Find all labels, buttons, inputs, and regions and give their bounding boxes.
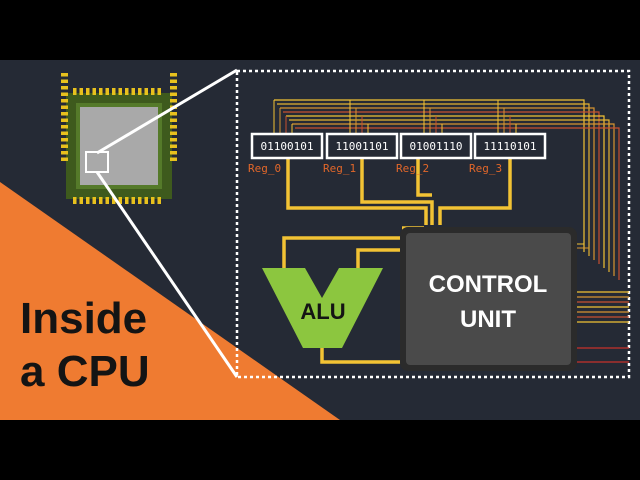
register-label: Reg_0 xyxy=(248,162,281,175)
alu-block: ALU xyxy=(262,268,383,348)
chip-pin xyxy=(170,112,177,116)
chip-pin xyxy=(170,118,177,122)
chip-pin xyxy=(138,88,142,95)
chip-pin xyxy=(170,131,177,135)
chip-pin xyxy=(61,151,68,155)
letterbox-top xyxy=(0,0,640,60)
chip-pin xyxy=(170,138,177,142)
chip-pin xyxy=(61,79,68,83)
zoom-line-bottom xyxy=(95,171,239,378)
chip-pin xyxy=(151,88,155,95)
alu-label: ALU xyxy=(300,299,345,324)
chip-pin xyxy=(92,88,96,95)
title-line-1: Inside xyxy=(20,294,148,343)
chip-pin xyxy=(144,197,148,204)
chip-pin xyxy=(170,151,177,155)
register-label: Reg_1 xyxy=(323,162,356,175)
chip-pin xyxy=(99,88,103,95)
chip-pin xyxy=(92,197,96,204)
chip-pin xyxy=(61,86,68,90)
chip-pin xyxy=(170,73,177,77)
register-value: 11001101 xyxy=(336,140,389,153)
chip-pin xyxy=(151,197,155,204)
control-unit-label-line2: UNIT xyxy=(460,306,516,333)
data-bus-thick xyxy=(282,158,512,364)
chip-pin xyxy=(61,73,68,77)
register-reg-0: 01100101 Reg_0 xyxy=(248,132,324,175)
chip-pin xyxy=(170,144,177,148)
chip-pin xyxy=(131,88,135,95)
chip-pin xyxy=(125,88,129,95)
chip-pin xyxy=(112,197,116,204)
chip-pin xyxy=(61,105,68,109)
chip-pin xyxy=(157,88,161,95)
chip-pin xyxy=(157,197,161,204)
chip-pin xyxy=(144,88,148,95)
chip-pin xyxy=(86,88,90,95)
chip-pins xyxy=(61,73,177,204)
register-reg-2: 01001110 Reg_2 xyxy=(396,132,473,175)
chip-pin xyxy=(61,125,68,129)
chip-pin xyxy=(170,79,177,83)
chip-pin xyxy=(73,88,77,95)
letterbox-bottom xyxy=(0,420,640,480)
bus-wires xyxy=(273,99,629,363)
zoom-frame xyxy=(235,69,631,379)
chip-pin xyxy=(61,131,68,135)
chip-pin xyxy=(73,197,77,204)
register-reg-1: 11001101 Reg_1 xyxy=(323,132,399,175)
chip-pin xyxy=(112,88,116,95)
chip-pin xyxy=(138,197,142,204)
chip-pin xyxy=(86,197,90,204)
chip-pin xyxy=(61,118,68,122)
chip-pin xyxy=(170,92,177,96)
chip-pin xyxy=(61,99,68,103)
chip-pin xyxy=(170,99,177,103)
register-label: Reg_3 xyxy=(469,162,502,175)
orange-title-banner xyxy=(0,182,340,420)
chip-pin xyxy=(170,157,177,161)
register-label: Reg_2 xyxy=(396,162,429,175)
register-value: 11110101 xyxy=(484,140,537,153)
register-value: 01100101 xyxy=(261,140,314,153)
control-unit-block: CONTROL UNIT xyxy=(400,227,577,371)
chip-pin xyxy=(105,88,109,95)
chip-pin xyxy=(118,88,122,95)
chip-pin xyxy=(61,112,68,116)
control-unit-label-line1: CONTROL xyxy=(429,271,548,298)
chip-pin xyxy=(79,88,83,95)
register-value: 01001110 xyxy=(410,140,463,153)
chip-pin xyxy=(61,144,68,148)
chip-pin xyxy=(170,86,177,90)
title-line-2: a CPU xyxy=(20,347,150,396)
chip-pin xyxy=(79,197,83,204)
register-reg-3: 11110101 Reg_3 xyxy=(469,132,547,175)
chip-pin xyxy=(170,125,177,129)
chip-pin xyxy=(131,197,135,204)
cpu-chip-icon xyxy=(61,73,177,204)
chip-pin xyxy=(125,197,129,204)
chip-pin xyxy=(99,197,103,204)
chip-pin xyxy=(61,157,68,161)
chip-pin xyxy=(61,138,68,142)
zoom-line-top xyxy=(96,68,238,155)
chip-pin xyxy=(105,197,109,204)
chip-pin xyxy=(61,92,68,96)
chip-pin xyxy=(118,197,122,204)
